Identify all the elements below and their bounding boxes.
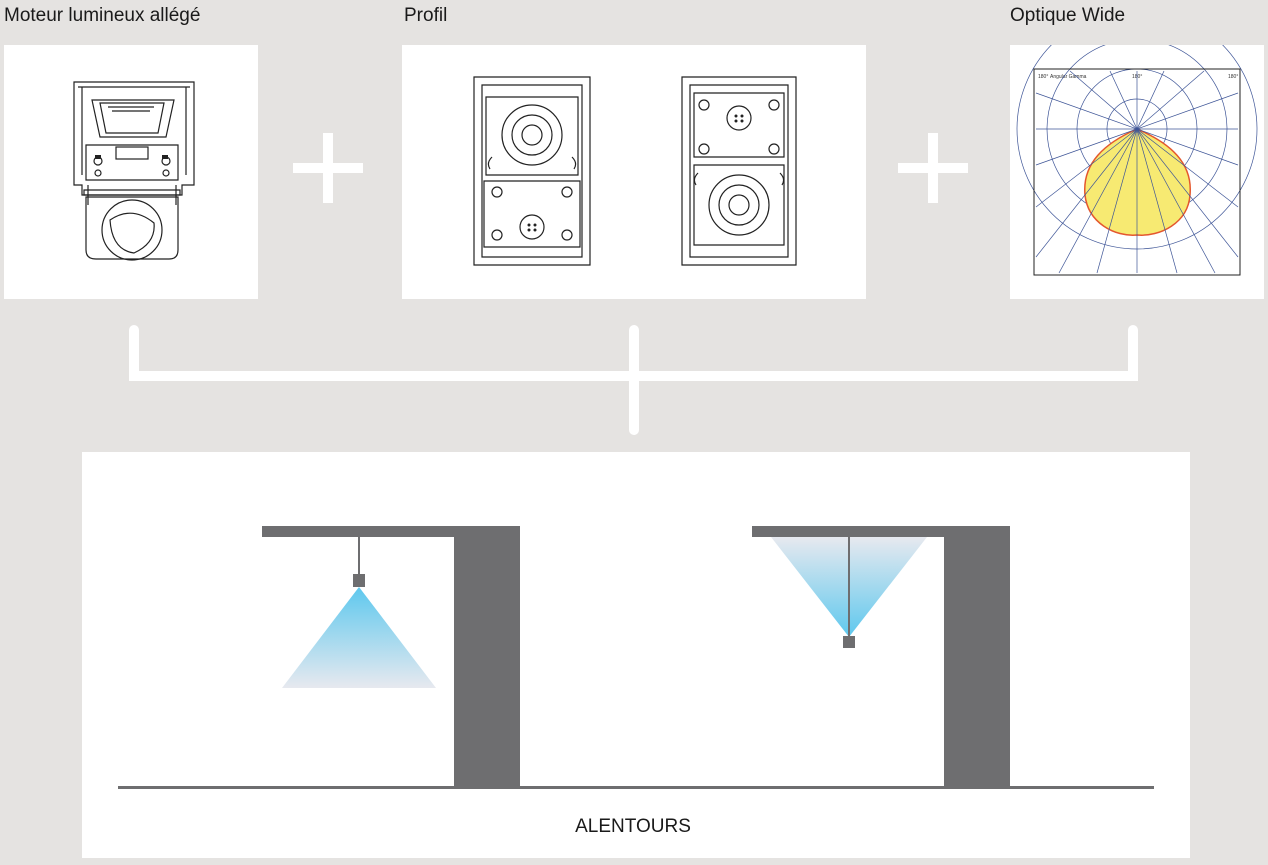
light-engine-drawing	[73, 81, 195, 261]
polar-rays	[1035, 70, 1239, 274]
engine-panel	[4, 45, 258, 299]
profile-panel	[402, 45, 866, 299]
optic-label: Optique Wide	[1010, 5, 1126, 26]
polar-header-right: 180°	[1228, 74, 1238, 80]
polar-header-left: 180°	[1038, 74, 1048, 80]
floor-line	[118, 786, 1154, 789]
pendant-luminaire	[843, 636, 855, 648]
ceiling-right	[752, 526, 1010, 537]
polar-diagram: 180° Angular Gamma 180° 180°	[1016, 45, 1258, 276]
wall-right	[944, 526, 1010, 788]
light-beam-down	[282, 587, 436, 688]
pendant-luminaire	[353, 574, 365, 587]
installation-scene: ALENTOURS	[118, 526, 1154, 837]
polar-header-sub: Angular Gamma	[1050, 74, 1087, 80]
ceiling-left	[262, 526, 520, 537]
profile-label: Profil	[404, 5, 448, 26]
installation-panel: ALENTOURS	[82, 452, 1190, 858]
optic-panel: 180° Angular Gamma 180° 180°	[1010, 45, 1264, 299]
engine-label: Moteur lumineux allégé	[4, 5, 201, 26]
plus-icon	[293, 133, 363, 203]
plus-icon	[898, 133, 968, 203]
bottom-label: ALENTOURS	[575, 816, 691, 837]
profile-drawing	[473, 76, 797, 266]
wall-left	[454, 526, 520, 788]
